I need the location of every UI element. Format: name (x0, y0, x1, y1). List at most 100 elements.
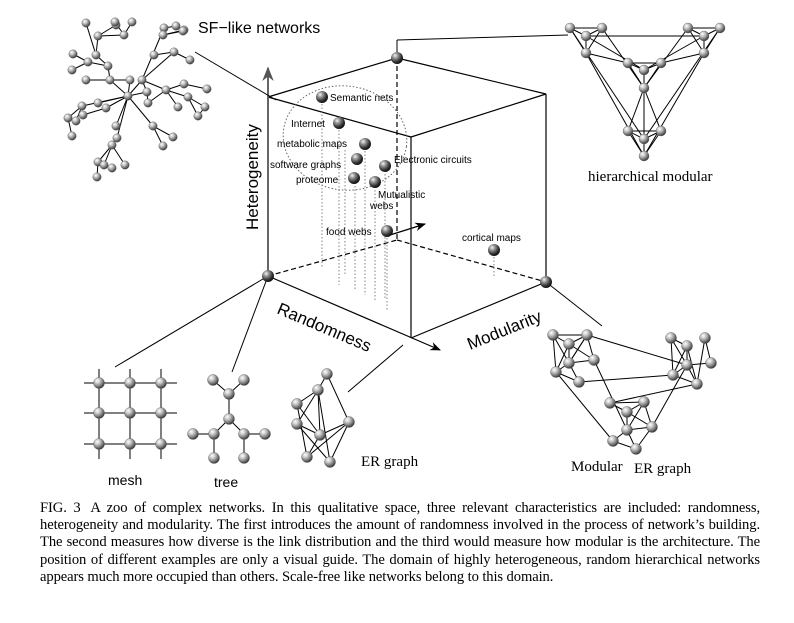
network-node (178, 26, 188, 36)
network-node (665, 332, 677, 344)
network-node (93, 438, 105, 450)
network-node (158, 141, 168, 151)
network-edge (578, 374, 674, 383)
figure-caption: FIG. 3 A zoo of complex networks. In thi… (40, 500, 760, 586)
cube-edge (396, 57, 547, 95)
connector-lines (114, 34, 603, 393)
network-node (312, 384, 324, 396)
network-edge (127, 95, 154, 127)
network-node (714, 22, 726, 34)
point-metabolic-maps (359, 138, 371, 150)
point-proteome (348, 172, 360, 184)
network-node (238, 374, 250, 386)
network-edge (696, 337, 706, 385)
label-software-graphs: software graphs (270, 160, 341, 171)
label-metabolic-maps: metabolic maps (277, 139, 347, 150)
network-node (343, 416, 355, 428)
network-edge (317, 389, 321, 436)
er-graph-network (291, 368, 355, 468)
network-node (621, 406, 633, 418)
network-node (93, 407, 105, 419)
network-node (171, 21, 181, 31)
network-node (691, 378, 703, 390)
network-node (103, 61, 113, 71)
network-edge (141, 51, 175, 81)
network-node (81, 18, 91, 28)
network-node (638, 133, 650, 145)
cube-edge (267, 57, 398, 98)
cube-edge (410, 93, 547, 138)
modular-er-network (547, 329, 717, 455)
network-node (155, 377, 167, 389)
network-node (169, 47, 179, 57)
network-node (698, 30, 710, 42)
network-edge (651, 364, 688, 428)
point-food-webs (381, 225, 393, 237)
network-edge (609, 383, 698, 404)
network-node (93, 31, 103, 41)
label-electronic-circuits: Electronic circuits (394, 155, 472, 166)
network-node (238, 452, 250, 464)
network-node (638, 82, 650, 94)
network-node (223, 388, 235, 400)
label-internet: Internet (291, 119, 325, 130)
modularity-axis-arrow (389, 222, 427, 236)
cube-edge (410, 281, 547, 339)
network-node (142, 87, 152, 97)
point-internet (333, 117, 345, 129)
network-node (63, 113, 73, 123)
network-node (110, 17, 120, 27)
network-node (112, 133, 122, 143)
network-edge (85, 22, 97, 56)
network-node (207, 374, 219, 386)
label-modular-er-graph: ER graph (634, 461, 692, 477)
network-node (173, 102, 183, 112)
network-node (622, 57, 634, 69)
point-cortical-maps (488, 244, 500, 256)
network-node (124, 377, 136, 389)
network-node (161, 85, 171, 95)
network-node (105, 75, 115, 85)
label-mesh: mesh (108, 472, 142, 488)
network-node (71, 116, 81, 126)
point-electronic-circuits (379, 160, 391, 172)
network-edge (643, 27, 689, 89)
caption-text: A zoo of complex networks. In this quali… (40, 500, 760, 585)
network-node (187, 428, 199, 440)
label-modular: Modular (571, 459, 623, 475)
network-node (638, 64, 650, 76)
network-node (148, 121, 158, 131)
network-node (573, 376, 585, 388)
network-node (655, 57, 667, 69)
cube-edge (267, 96, 412, 138)
network-edge (627, 87, 645, 132)
network-node (185, 55, 195, 65)
network-node (681, 359, 693, 371)
corner-node-origin (262, 270, 274, 282)
network-node (91, 50, 101, 60)
tree-network (187, 374, 271, 464)
network-node (155, 407, 167, 419)
label-sf-like-networks: SF−like networks (198, 20, 320, 37)
network-node (638, 150, 650, 162)
network-node (137, 75, 147, 85)
network-node (179, 79, 189, 89)
corner-node-top (391, 52, 403, 64)
label-hierarchical-modular: hierarchical modular (588, 169, 713, 185)
network-node (78, 110, 88, 120)
network-node (638, 396, 650, 408)
axis-label-randomness: Randomness (274, 299, 374, 356)
network-edge (593, 359, 628, 431)
network-node (564, 22, 576, 34)
network-edge (296, 423, 331, 463)
network-node (563, 338, 575, 350)
point-semantic-nets (316, 91, 328, 103)
domain-ellipse (282, 85, 408, 191)
network-edge (643, 87, 662, 132)
network-node (596, 22, 608, 34)
cube-hidden-edge (396, 239, 547, 283)
network-node (667, 369, 679, 381)
point-software-graphs (351, 153, 363, 165)
network-node (682, 22, 694, 34)
axis-label-modularity: Modularity (464, 307, 544, 354)
